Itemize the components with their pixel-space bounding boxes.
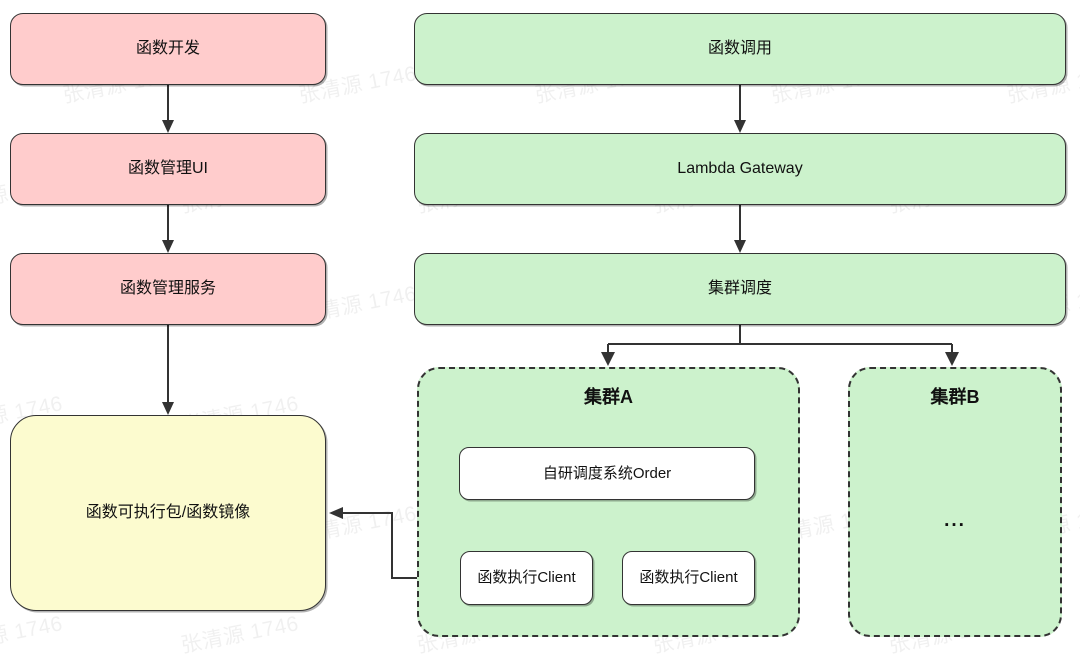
node-cluster-scheduler-label: 集群调度 bbox=[707, 279, 772, 297]
cluster-b-title: 集群B bbox=[930, 387, 980, 407]
node-lambda-gateway-label: Lambda Gateway bbox=[677, 159, 803, 177]
cluster-b-group[interactable] bbox=[848, 367, 1062, 637]
edge-service-to-artifact bbox=[162, 325, 174, 415]
edge-ui-to-service bbox=[162, 205, 174, 253]
node-func-dev-label: 函数开发 bbox=[135, 39, 200, 57]
node-func-invoke-label: 函数调用 bbox=[707, 39, 772, 57]
node-func-manage-ui[interactable]: 函数管理UI bbox=[10, 133, 326, 205]
node-exec-client-2[interactable]: 函数执行Client bbox=[622, 551, 755, 605]
node-exec-client-2-label: 函数执行Client bbox=[639, 569, 738, 587]
edge-gateway-to-scheduler bbox=[734, 205, 746, 253]
node-exec-client-1[interactable]: 函数执行Client bbox=[460, 551, 593, 605]
node-lambda-gateway[interactable]: Lambda Gateway bbox=[414, 133, 1066, 205]
edge-func-dev-to-ui bbox=[162, 85, 174, 133]
watermark-text: 张清源 1746 bbox=[0, 612, 65, 658]
cluster-a-title: 集群A bbox=[584, 387, 633, 407]
node-func-manage-service[interactable]: 函数管理服务 bbox=[10, 253, 326, 325]
edge-scheduler-to-clusters bbox=[601, 325, 959, 366]
watermark-text: 张清源 1746 bbox=[178, 612, 301, 658]
node-order-scheduler-label: 自研调度系统Order bbox=[542, 464, 672, 482]
node-func-invoke[interactable]: 函数调用 bbox=[414, 13, 1066, 85]
node-func-dev[interactable]: 函数开发 bbox=[10, 13, 326, 85]
node-func-artifact-label: 函数可执行包/函数镜像 bbox=[85, 503, 251, 521]
cluster-b-ellipsis: ... bbox=[944, 510, 966, 531]
node-func-artifact[interactable]: 函数可执行包/函数镜像 bbox=[10, 415, 326, 611]
node-func-manage-ui-label: 函数管理UI bbox=[127, 159, 208, 177]
edge-invoke-to-gateway bbox=[734, 85, 746, 133]
node-cluster-scheduler[interactable]: 集群调度 bbox=[414, 253, 1066, 325]
node-order-scheduler[interactable]: 自研调度系统Order bbox=[459, 447, 755, 500]
node-exec-client-1-label: 函数执行Client bbox=[477, 569, 576, 587]
node-func-manage-service-label: 函数管理服务 bbox=[119, 279, 216, 297]
